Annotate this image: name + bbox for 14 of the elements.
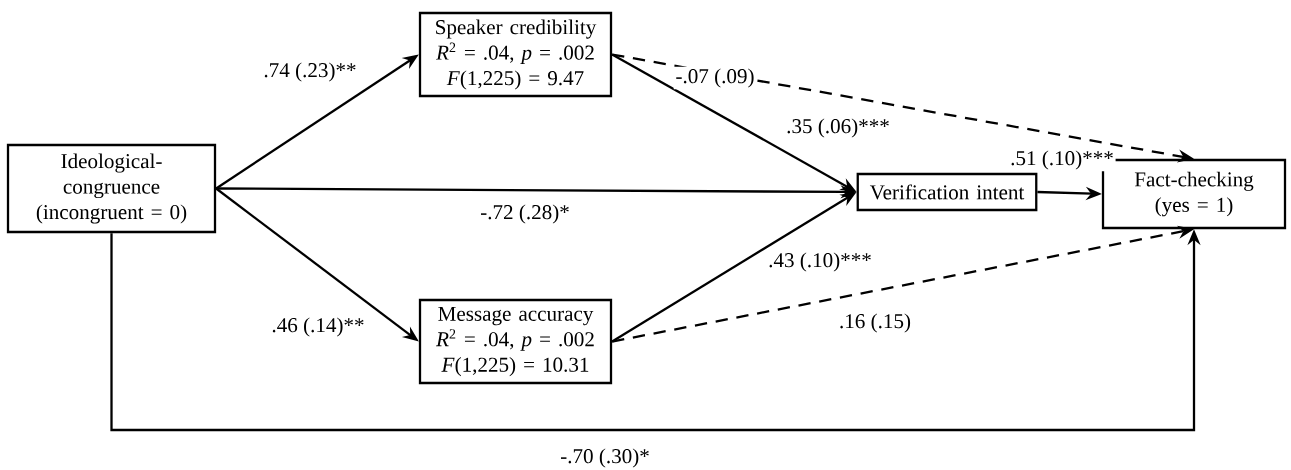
box: Verification intent bbox=[856, 172, 1038, 212]
edge-label: .43 (.10)*** bbox=[766, 250, 874, 274]
edge-label: .51 (.10)*** bbox=[1008, 148, 1116, 172]
edge-label: .16 (.15) bbox=[837, 311, 913, 335]
box: Ideological-congruence (incongruent = 0) bbox=[6, 143, 217, 234]
box: Message accuracy R$^{2}$ = .04, p = .002 F(1,225) = 10.31 bbox=[418, 298, 613, 385]
edge-label: -.72 (.28)* bbox=[478, 202, 572, 226]
box: Fact-checking (yes = 1) bbox=[1101, 158, 1287, 230]
box: Speaker credibility R$^{2}$ = .04, p = .002 F(1,225) = 9.47 bbox=[418, 11, 613, 98]
edge-label: -.07 (.09) bbox=[673, 66, 757, 90]
edge-label: -.70 (.30)* bbox=[558, 446, 652, 470]
edge-label: .35 (.06)*** bbox=[784, 116, 892, 140]
edge-label: .74 (.23)** bbox=[261, 60, 359, 84]
edge-label: .46 (.14)** bbox=[269, 315, 367, 339]
